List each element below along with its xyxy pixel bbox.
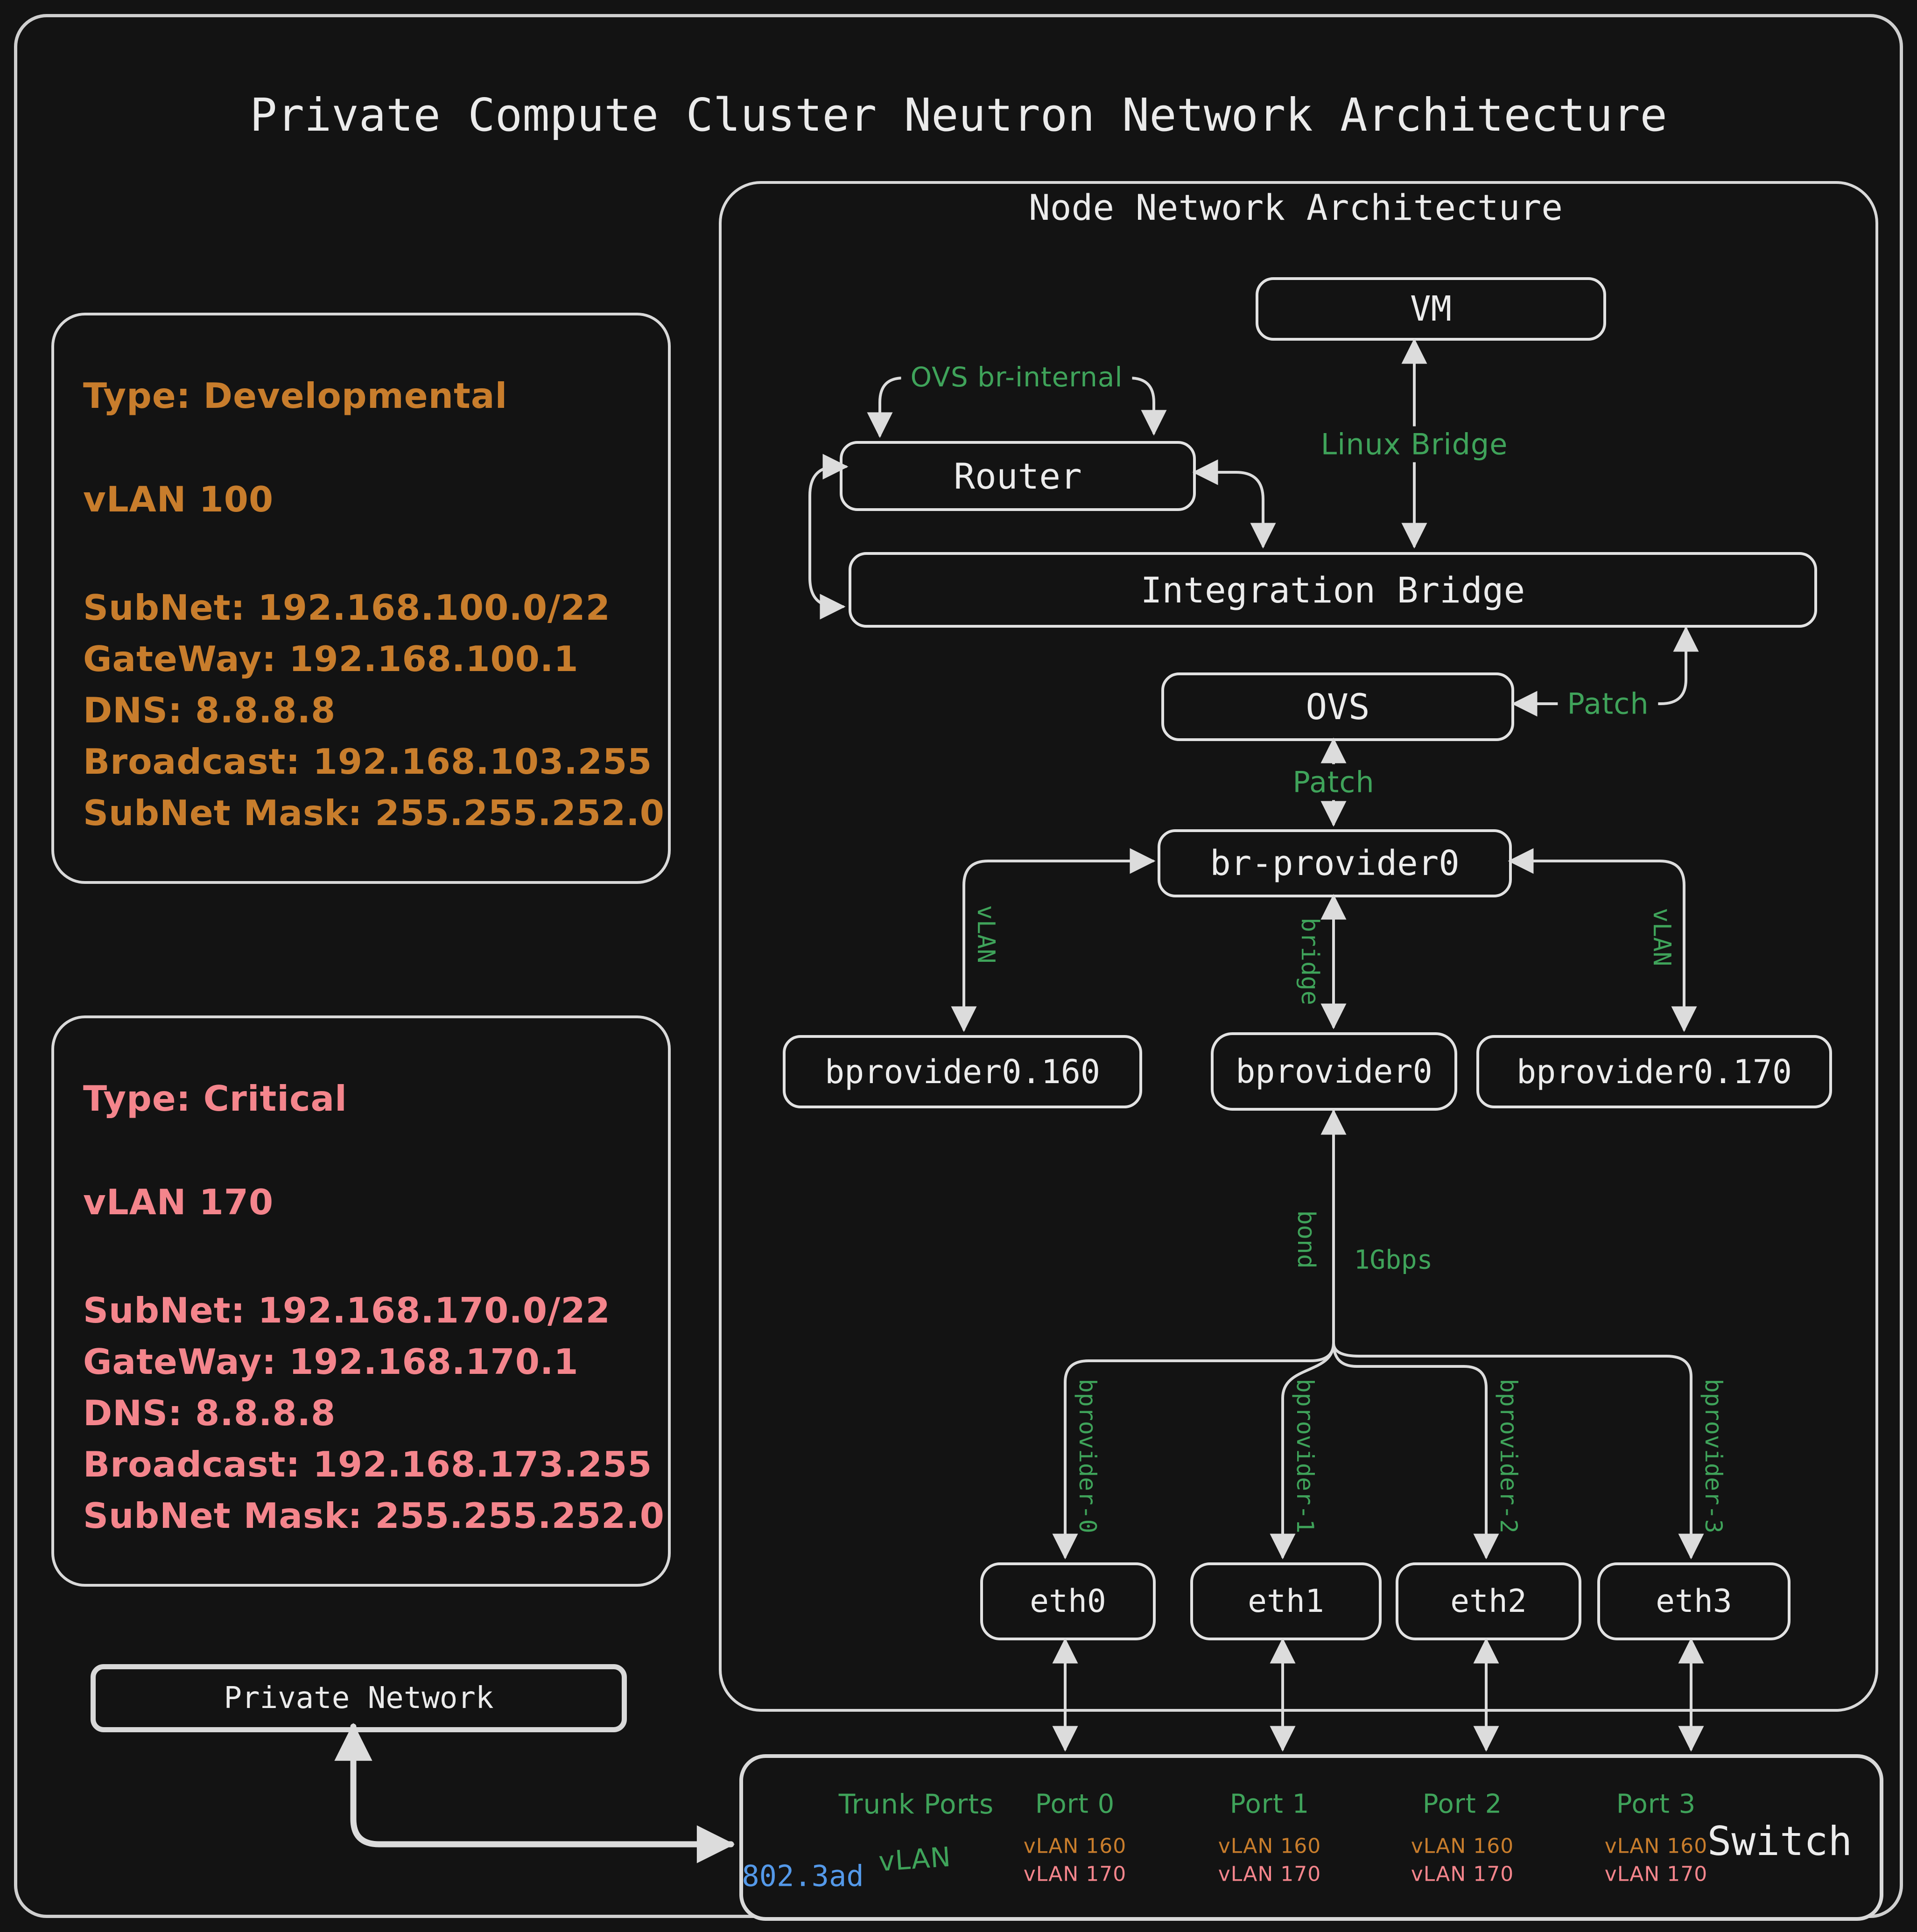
node-ovs: OVS [1161, 672, 1514, 741]
edge-label-bprovider-2: bprovider-2 [1495, 1379, 1522, 1533]
card-gateway-line: GateWay: 192.168.170.1 [83, 1341, 579, 1382]
node-bprovider0-170: bprovider0.170 [1476, 1035, 1832, 1108]
switch-port1-vlan160: vLAN 160 [1218, 1834, 1321, 1858]
card-subnet-line: SubNet: 192.168.170.0/22 [83, 1290, 611, 1331]
edge-label-vlan-right: vLAN [1648, 908, 1676, 966]
node-bprovider0-160: bprovider0.160 [783, 1035, 1142, 1108]
switch-port1-label: Port 1 [1229, 1789, 1310, 1820]
node-eth2: eth2 [1396, 1562, 1581, 1640]
switch-lacp-label: 802.3ad [742, 1859, 864, 1893]
node-panel-title: Node Network Architecture [1029, 187, 1563, 228]
private-network-label: Private Network [224, 1681, 494, 1715]
node-switch: Trunk Ports 802.3ad vLAN Port 0 vLAN 160… [739, 1754, 1883, 1921]
edge-label-ovs-br-internal: OVS br-internal [901, 360, 1132, 394]
node-router: Router [840, 441, 1196, 511]
vlan-card-critical: Type: Critical vLAN 170 SubNet: 192.168.… [51, 1015, 671, 1587]
card-dns-line: DNS: 8.8.8.8 [83, 690, 336, 731]
switch-port0-label: Port 0 [1035, 1789, 1115, 1820]
node-network-panel [719, 181, 1878, 1712]
switch-port2-vlan170: vLAN 170 [1411, 1862, 1514, 1886]
card-type-line: Type: Critical [83, 1078, 347, 1119]
edge-label-bandwidth: 1Gbps [1354, 1245, 1433, 1275]
edge-label-patch-provider: Patch [1283, 764, 1384, 800]
switch-port3-label: Port 3 [1616, 1789, 1696, 1820]
card-mask-line: SubNet Mask: 255.255.252.0 [83, 792, 665, 833]
switch-vlan-label: vLAN [878, 1841, 952, 1878]
switch-port2-label: Port 2 [1422, 1789, 1503, 1820]
card-broadcast-line: Broadcast: 192.168.103.255 [83, 741, 653, 782]
edge-label-bprovider-3: bprovider-3 [1700, 1379, 1727, 1533]
page-title: Private Compute Cluster Neutron Network … [250, 89, 1667, 141]
switch-port3-vlan170: vLAN 170 [1604, 1862, 1708, 1886]
card-type-line: Type: Developmental [83, 375, 508, 416]
card-mask-line: SubNet Mask: 255.255.252.0 [83, 1495, 665, 1536]
edge-label-bprovider-0: bprovider-0 [1074, 1379, 1101, 1533]
switch-port0-vlan160: vLAN 160 [1023, 1834, 1127, 1858]
card-gateway-line: GateWay: 192.168.100.1 [83, 638, 579, 679]
card-broadcast-line: Broadcast: 192.168.173.255 [83, 1444, 653, 1485]
card-vlan-line: vLAN 100 [83, 479, 274, 520]
switch-port3-vlan160: vLAN 160 [1604, 1834, 1708, 1858]
node-vm: VM [1256, 277, 1606, 341]
node-eth3: eth3 [1597, 1562, 1791, 1640]
card-vlan-line: vLAN 170 [83, 1182, 274, 1223]
switch-port2-vlan160: vLAN 160 [1411, 1834, 1514, 1858]
node-eth1: eth1 [1190, 1562, 1382, 1640]
switch-trunk-ports-label: Trunk Ports [838, 1788, 994, 1820]
node-integration-bridge: Integration Bridge [849, 552, 1817, 628]
edge-label-patch-integration: Patch [1558, 686, 1658, 722]
node-br-provider0: br-provider0 [1158, 829, 1512, 897]
switch-title: Switch [1707, 1818, 1853, 1865]
node-bprovider0: bprovider0 [1211, 1032, 1457, 1111]
vlan-card-developmental: Type: Developmental vLAN 100 SubNet: 192… [51, 313, 671, 884]
edge-label-bridge: bridge [1296, 917, 1324, 1005]
card-subnet-line: SubNet: 192.168.100.0/22 [83, 587, 611, 628]
edge-label-bprovider-1: bprovider-1 [1292, 1379, 1319, 1533]
card-dns-line: DNS: 8.8.8.8 [83, 1393, 336, 1434]
switch-port0-vlan170: vLAN 170 [1023, 1862, 1127, 1886]
switch-port1-vlan170: vLAN 170 [1218, 1862, 1321, 1886]
edge-label-bond: bond [1292, 1210, 1320, 1269]
edge-label-vlan-left: vLAN [972, 905, 1000, 964]
node-eth0: eth0 [980, 1562, 1156, 1640]
node-private-network: Private Network [91, 1664, 627, 1732]
edge-label-linux-bridge: Linux Bridge [1311, 426, 1517, 462]
